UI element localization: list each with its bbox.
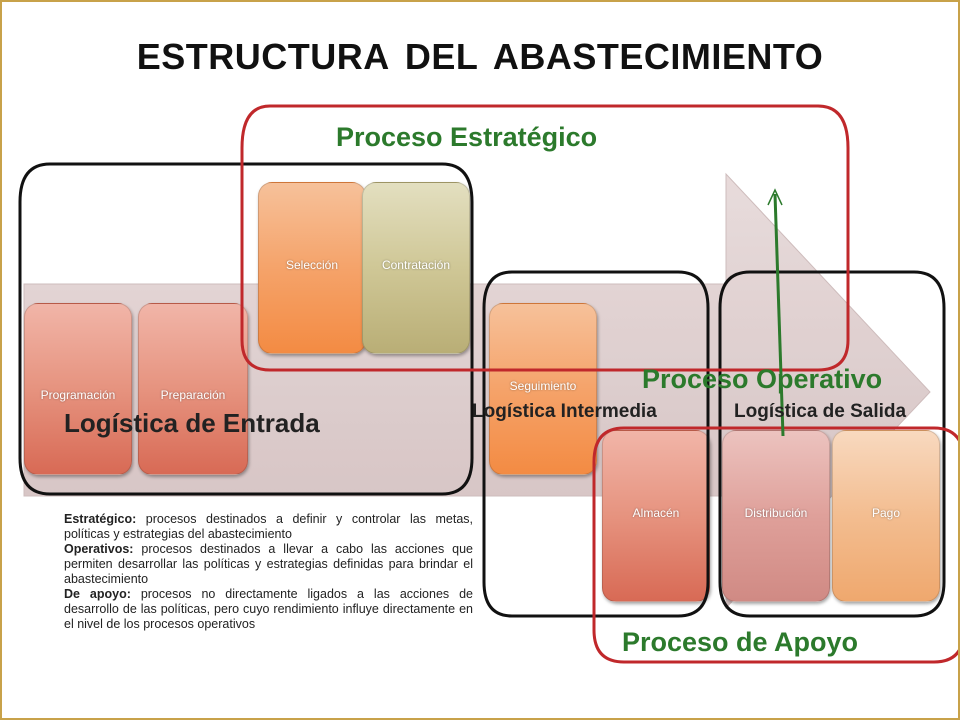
box-label: Seguimiento <box>509 379 577 393</box>
box-label: Programación <box>40 388 116 402</box>
box-label: Selección <box>285 258 339 272</box>
outline-logistica-entrada <box>18 162 474 496</box>
label-proceso-apoyo: Proceso de Apoyo <box>622 627 859 657</box>
label-proceso-operativo: Proceso Operativo <box>642 364 883 394</box>
description-term: Operativos: <box>64 542 134 556</box>
label-logistica-salida: Logística de Salida <box>734 401 907 422</box>
description-text: procesos no directamente ligados a las a… <box>64 587 473 631</box>
label-logistica-intermedia: Logística Intermedia <box>472 401 657 422</box>
description-term: De apoyo: <box>64 587 131 601</box>
description-operativos: Operativos: procesos destinados a llevar… <box>64 542 473 587</box>
box-preparacion: Preparación <box>138 303 248 475</box>
green-arrow-line <box>773 193 785 437</box>
box-label: Preparación <box>160 388 226 402</box>
description-text: procesos destinados a definir y controla… <box>64 512 473 541</box>
box-distribucion: Distribución <box>722 430 830 602</box>
description-term: Estratégico: <box>64 512 137 526</box>
label-proceso-estrategico: Proceso Estratégico <box>336 122 598 152</box>
box-label: Almacén <box>632 506 680 520</box>
box-seguimiento: Seguimiento <box>489 303 597 475</box>
box-seleccion: Selección <box>258 182 366 354</box>
description-block: Estratégico: procesos destinados a defin… <box>64 512 473 632</box>
box-programacion: Programación <box>24 303 132 475</box>
description-apoyo: De apoyo: procesos no directamente ligad… <box>64 587 473 632</box>
box-label: Contratación <box>381 258 451 272</box>
box-label: Pago <box>871 506 901 520</box>
box-pago: Pago <box>832 430 940 602</box>
green-arrow-head <box>767 188 783 206</box>
label-logistica-entrada: Logística de Entrada <box>64 408 320 438</box>
description-text: procesos destinados a llevar a cabo las … <box>64 542 473 586</box>
outline-proceso-estrategico <box>240 104 850 372</box>
outline-logistica-intermedia <box>482 270 710 618</box>
description-estrategico: Estratégico: procesos destinados a defin… <box>64 512 473 542</box>
box-label: Distribución <box>744 506 808 520</box>
page-title: ESTRUCTURA DEL ABASTECIMIENTO <box>136 36 824 77</box>
box-contratacion: Contratación <box>362 182 470 354</box>
outline-proceso-apoyo <box>592 426 958 664</box>
outline-logistica-salida <box>718 270 946 618</box>
